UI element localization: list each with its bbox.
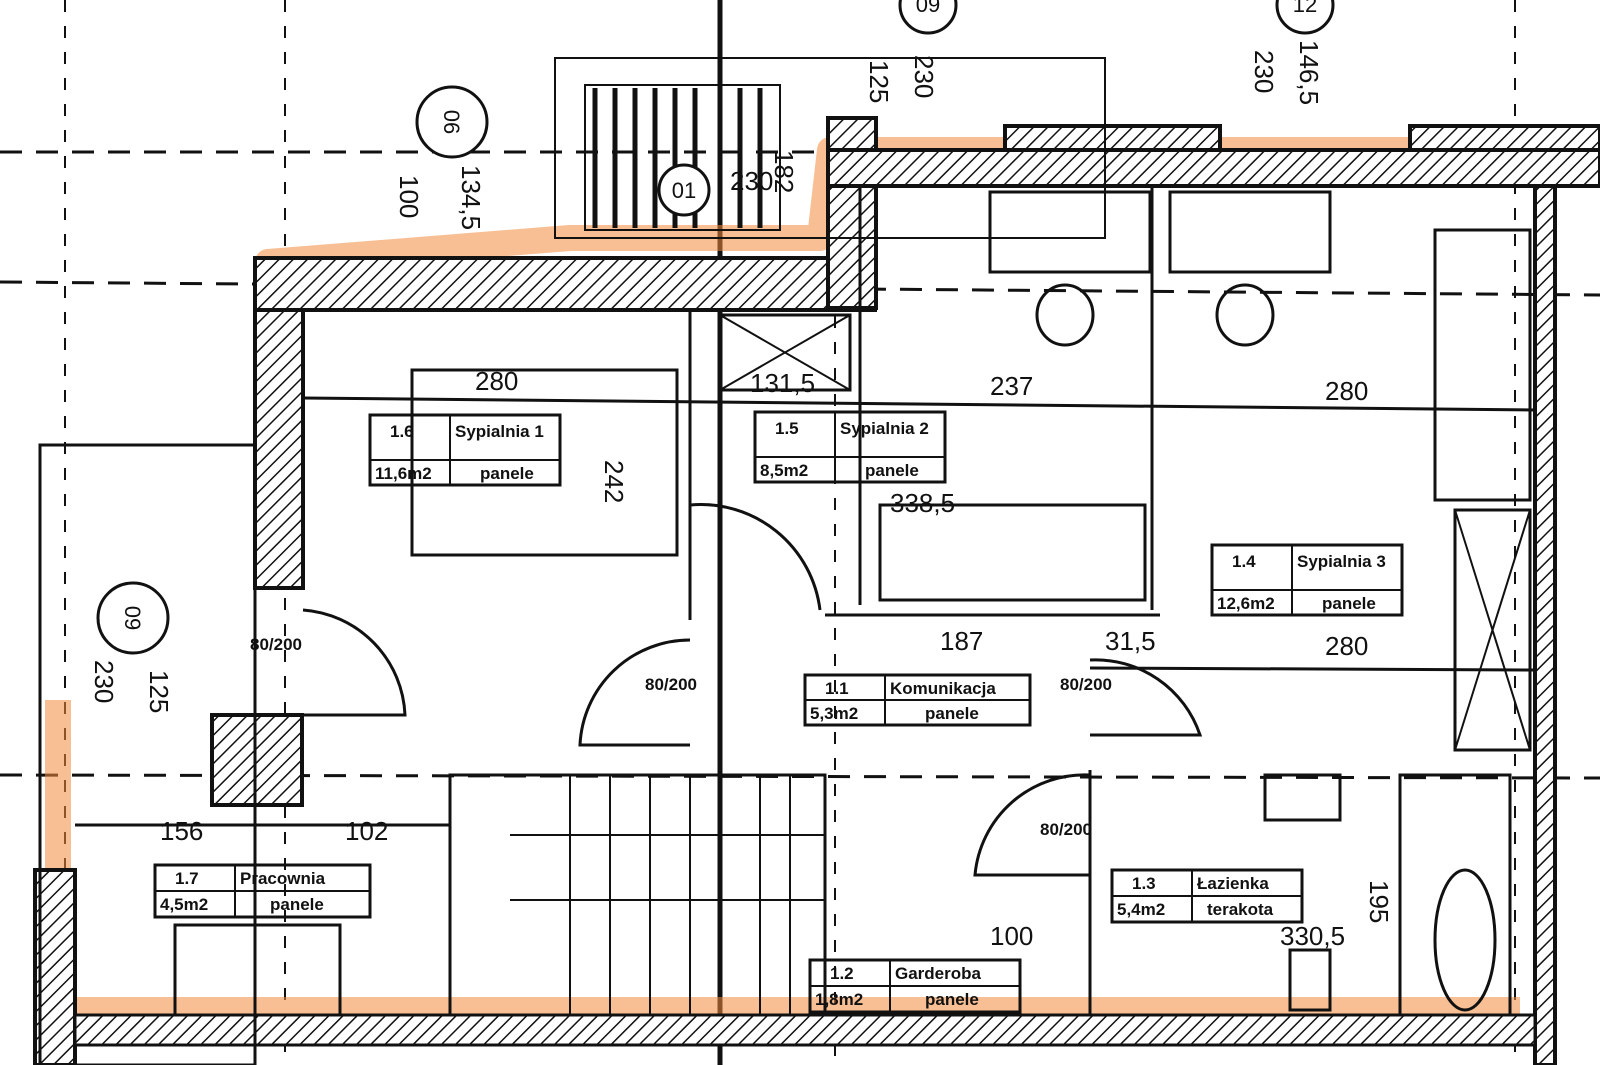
svg-text:panele: panele: [480, 464, 534, 483]
dim: 187: [940, 626, 983, 656]
svg-text:1.3: 1.3: [1132, 874, 1156, 893]
svg-text:1.4: 1.4: [1232, 552, 1256, 571]
door-size: 80/200: [250, 635, 302, 654]
svg-text:11,6m2: 11,6m2: [375, 464, 432, 483]
svg-text:terakota: terakota: [1207, 900, 1274, 919]
dim: 156: [160, 816, 203, 846]
dimensions: 280 131,5 237 280 338,5 187 31,5 280 156…: [89, 40, 1394, 951]
dim: 230: [1249, 50, 1279, 93]
dim: 131,5: [750, 368, 815, 398]
svg-text:panele: panele: [1322, 594, 1376, 613]
dim: 230: [730, 166, 773, 196]
dim: 146,5: [1294, 40, 1324, 105]
room-label: 1.2 Garderoba 1,8m2 panele: [808, 958, 1022, 1014]
window-tag: 01: [672, 178, 696, 203]
window-tags: 06 09 09 12 01: [96, 0, 1335, 655]
room-label: 1.5 Sypialnia 2 8,5m2 panele: [753, 410, 947, 484]
window-tag: 12: [1293, 0, 1317, 17]
svg-text:1.1: 1.1: [825, 679, 849, 698]
svg-text:Sypialnia 3: Sypialnia 3: [1297, 552, 1386, 571]
dim: 280: [1325, 631, 1368, 661]
svg-text:1.6: 1.6: [390, 422, 414, 441]
window-tag: 09: [916, 0, 940, 17]
room-label: 1.4 Sypialnia 3 12,6m2 panele: [1210, 543, 1404, 617]
room-label: 1.7 Pracownia 4,5m2 panele: [153, 863, 372, 919]
room-label: 1.6 Sypialnia 1 11,6m2 panele: [368, 413, 562, 487]
dim: 230: [909, 55, 939, 98]
svg-text:1.7: 1.7: [175, 869, 199, 888]
walls: [33, 116, 1600, 1065]
dim: 195: [1364, 880, 1394, 923]
svg-text:panele: panele: [865, 461, 919, 480]
dim: 280: [475, 366, 518, 396]
dim: 31,5: [1105, 626, 1156, 656]
door-swings: [302, 503, 1203, 877]
svg-text:Łazienka: Łazienka: [1197, 874, 1269, 893]
dim: 125: [864, 60, 894, 103]
dim: 100: [990, 921, 1033, 951]
svg-text:1.5: 1.5: [775, 419, 799, 438]
dim: 134,5: [456, 165, 486, 230]
door-size: 80/200: [1040, 820, 1092, 839]
dim: 102: [345, 816, 388, 846]
door-size: 80/200: [645, 675, 697, 694]
svg-text:Sypialnia 1: Sypialnia 1: [455, 422, 544, 441]
svg-text:1,8m2: 1,8m2: [815, 990, 863, 1009]
window-tag: 06: [439, 110, 464, 134]
svg-text:8,5m2: 8,5m2: [760, 461, 808, 480]
svg-text:5,3m2: 5,3m2: [810, 704, 858, 723]
svg-text:1.2: 1.2: [830, 964, 854, 983]
window-tag: 09: [120, 606, 145, 630]
svg-text:Komunikacja: Komunikacja: [890, 679, 996, 698]
svg-text:Sypialnia 2: Sypialnia 2: [840, 419, 929, 438]
dim: 182: [769, 150, 799, 193]
dim: 237: [990, 371, 1033, 401]
room-label: 1.1 Komunikacja 5,3m2 panele: [803, 673, 1032, 727]
svg-text:Pracownia: Pracownia: [240, 869, 326, 888]
svg-text:panele: panele: [270, 895, 324, 914]
dim: 100: [394, 175, 424, 218]
dim: 242: [599, 460, 629, 503]
svg-text:panele: panele: [925, 704, 979, 723]
door-size: 80/200: [1060, 675, 1112, 694]
dim: 330,5: [1280, 921, 1345, 951]
svg-text:panele: panele: [925, 990, 979, 1009]
dim: 230: [89, 660, 119, 703]
room-label: 1.3 Łazienka 5,4m2 terakota: [1110, 868, 1304, 924]
svg-text:4,5m2: 4,5m2: [160, 895, 208, 914]
dim: 280: [1325, 376, 1368, 406]
svg-text:5,4m2: 5,4m2: [1117, 900, 1165, 919]
dim: 338,5: [890, 488, 955, 518]
svg-text:12,6m2: 12,6m2: [1217, 594, 1275, 613]
dim: 125: [144, 670, 174, 713]
interior-lines: [38, 57, 1536, 1065]
svg-text:Garderoba: Garderoba: [895, 964, 982, 983]
